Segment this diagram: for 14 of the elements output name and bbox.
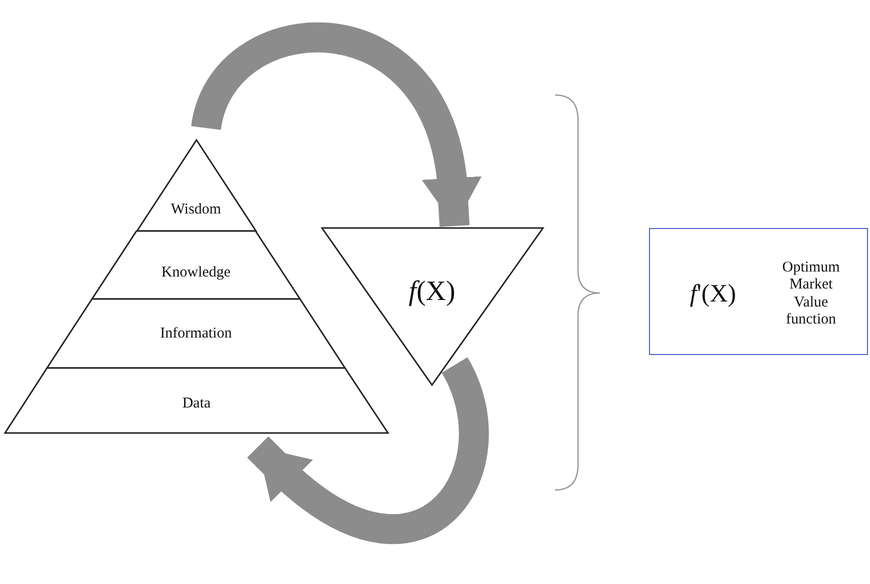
function-box bbox=[649, 228, 868, 355]
pyramid-layer bbox=[5, 368, 388, 433]
pyramid-layer bbox=[92, 231, 300, 299]
pyramid-layer bbox=[136, 140, 256, 231]
description-text: Optimum Market Value function bbox=[781, 260, 841, 328]
layer-label: Knowledge bbox=[160, 264, 232, 282]
layer-label: Data bbox=[181, 395, 212, 413]
layer-label: Information bbox=[159, 325, 233, 343]
curved-arrow bbox=[247, 358, 488, 544]
formula-label: f(X) bbox=[408, 276, 456, 308]
layer-label: Wisdom bbox=[170, 201, 222, 219]
triangle-shape bbox=[322, 228, 543, 385]
formula-label: f'(X) bbox=[688, 280, 738, 310]
pyramid-layer bbox=[47, 299, 345, 368]
